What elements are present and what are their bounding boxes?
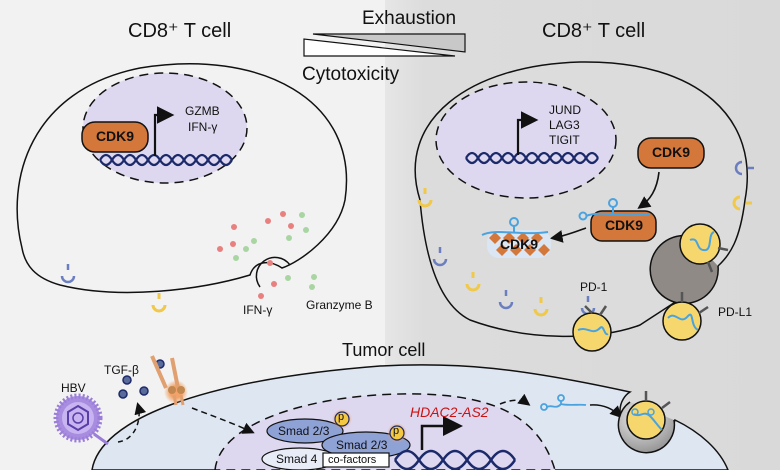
right-transcription-arrow xyxy=(516,111,539,155)
right-dna-icon xyxy=(465,151,599,165)
smad23-label-2: Smad 2/3 xyxy=(336,438,388,452)
smad-complex xyxy=(261,409,411,470)
exosome-1 xyxy=(572,305,612,352)
pd1-label: PD-1 xyxy=(580,280,608,294)
left-gene-ifng: IFN-γ xyxy=(188,120,218,134)
tumor-exosome xyxy=(626,400,666,440)
right-gene-tigit: TIGIT xyxy=(549,133,580,147)
left-transcription-arrow xyxy=(153,106,175,156)
right-gene-lag3: LAG3 xyxy=(549,118,580,132)
tumor-cell-title: Tumor cell xyxy=(342,340,426,360)
left-dna-icon xyxy=(99,153,233,167)
left-granule-cup xyxy=(255,256,291,288)
hbv-virus-icon xyxy=(53,393,109,446)
left-cdk9-label: CDK9 xyxy=(95,128,135,144)
left-receptor-yellow-icon xyxy=(151,291,167,313)
right-cdk9-bound-shape xyxy=(590,210,657,242)
smad23-label-1: Smad 2/3 xyxy=(278,424,330,438)
exosome-packaging-arrow xyxy=(589,404,623,419)
cdk9-binding-arrow xyxy=(637,171,660,209)
phospho-label-2: p xyxy=(393,425,400,437)
hbv-label: HBV xyxy=(61,381,86,395)
granzyme-b-label: Granzyme B xyxy=(306,298,373,312)
tgf-beta-receptor-icon xyxy=(150,355,188,406)
right-nucleus xyxy=(435,81,617,199)
left-panel-title: CD8⁺ T cell xyxy=(128,20,232,42)
exosome-pdl1 xyxy=(662,292,709,341)
right-panel-title: CD8⁺ T cell xyxy=(542,20,646,42)
hdac2-as2-transcription-arrow xyxy=(420,416,463,450)
left-t-cell xyxy=(16,63,348,313)
right-t-cell xyxy=(414,61,756,338)
internalized-exosome xyxy=(679,223,721,265)
right-cdk9-free-shape xyxy=(637,137,705,169)
smad4-label: Smad 4 xyxy=(276,452,318,466)
cytotoxicity-wedge xyxy=(303,38,456,57)
left-gene-gzmb: GZMB xyxy=(185,104,220,118)
hbv-induction-arrow xyxy=(117,402,147,443)
tgf-beta-label: TGF-β xyxy=(104,363,139,377)
lncrna-bound-strand xyxy=(585,212,651,217)
ifn-gamma-dots xyxy=(217,211,294,299)
granzyme-b-dots xyxy=(233,212,317,290)
left-cdk9-shape xyxy=(81,121,149,153)
lncrna-export-arrow xyxy=(499,393,531,406)
ifn-gamma-label: IFN-γ xyxy=(243,303,273,317)
right-gene-jund: JUND xyxy=(549,103,581,117)
right-cdk9-bound-label: CDK9 xyxy=(604,217,644,233)
tgf-signal-arrow xyxy=(191,407,255,434)
hdac2-as2-label: HDAC2-AS2 xyxy=(410,404,489,420)
cytotoxicity-label: Cytotoxicity xyxy=(302,64,400,85)
tumor-dna-icon xyxy=(393,449,517,470)
exported-lncrna-icon xyxy=(540,394,587,411)
exhaustion-label: Exhaustion xyxy=(362,8,457,29)
right-cdk9-degraded-shape xyxy=(481,217,551,258)
cofactors-label: co-factors xyxy=(328,454,377,466)
exhaustion-wedge xyxy=(312,33,466,53)
cdk9-degradation-arrow xyxy=(549,227,587,243)
right-cdk9-degraded-label: CDK9 xyxy=(499,236,539,252)
pdl1-label: PD-L1 xyxy=(718,305,753,319)
right-cdk9-free-label: CDK9 xyxy=(651,144,691,160)
left-nucleus xyxy=(82,72,248,184)
phospho-label-1: p xyxy=(338,411,345,423)
